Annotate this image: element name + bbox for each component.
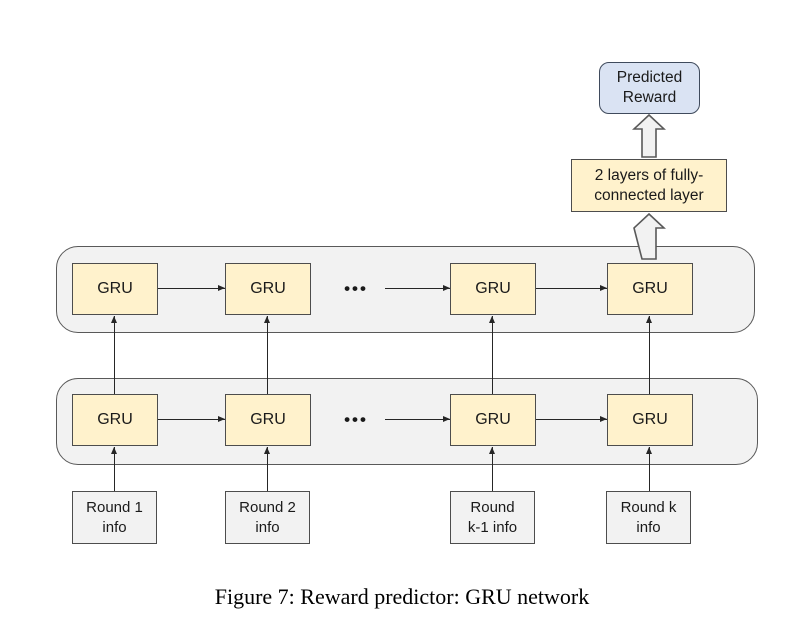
input-round-1-line2: info	[102, 519, 127, 536]
arrow-up-col2-input	[263, 447, 270, 491]
arrow-bottom-gru1-gru2	[158, 415, 225, 422]
arrow-up-col1-input	[110, 447, 117, 491]
arrow-up-col1-layer	[110, 316, 117, 394]
arrow-up-col3-input	[488, 447, 495, 491]
ellipsis-bottom: •••	[344, 410, 368, 429]
arrow-bottom-gru3-gru4	[535, 415, 607, 422]
predicted-reward-box: Predicted Reward	[599, 62, 700, 114]
gru-box-top-2: GRU	[225, 263, 311, 315]
gru-box-top-4: GRU	[607, 263, 693, 315]
gru-box-top-3: GRU	[450, 263, 536, 315]
fc-layer-line2: connected layer	[594, 187, 704, 204]
input-box-round-k-1: Round k-1 info	[450, 491, 535, 544]
gru-box-bottom-3: GRU	[450, 394, 536, 446]
gru-box-bottom-2: GRU	[225, 394, 311, 446]
arrow-top-gru1-gru2	[158, 284, 225, 291]
arrow-up-col2-layer	[263, 316, 270, 394]
input-box-round-1: Round 1 info	[72, 491, 157, 544]
arrow-up-col4-input	[645, 447, 652, 491]
fc-layer-box: 2 layers of fully- connected layer	[571, 159, 727, 212]
ellipsis-top: •••	[344, 279, 368, 298]
input-round-2-line2: info	[255, 519, 280, 536]
figure-caption: Figure 7: Reward predictor: GRU network	[214, 584, 590, 609]
input-round-k-1-line2: k-1 info	[467, 519, 518, 536]
gru-box-bottom-4: GRU	[607, 394, 693, 446]
input-box-round-k: Round k info	[606, 491, 691, 544]
input-box-round-2: Round 2 info	[225, 491, 310, 544]
arrow-up-col4-layer	[645, 316, 652, 394]
arrow-top-gru3-gru4	[535, 284, 607, 291]
input-round-1-line1: Round 1	[86, 499, 143, 516]
block-arrow-up-to-predicted-reward	[632, 114, 666, 158]
predicted-reward-line2: Reward	[622, 89, 677, 106]
arrow-bottom-dots-gru3	[385, 415, 450, 422]
gru-box-top-1: GRU	[72, 263, 158, 315]
fc-layer-line1: 2 layers of fully-	[594, 167, 704, 184]
input-round-k-line1: Round k	[620, 499, 677, 516]
arrow-up-col3-layer	[488, 316, 495, 394]
input-round-2-line1: Round 2	[239, 499, 296, 516]
predicted-reward-line1: Predicted	[616, 69, 683, 86]
block-arrow-up-to-fc-layer	[633, 213, 666, 260]
input-round-k-line2: info	[636, 519, 661, 536]
input-round-k-1-line1: Round	[470, 499, 515, 516]
gru-box-bottom-1: GRU	[72, 394, 158, 446]
arrow-top-dots-gru3	[385, 284, 450, 291]
